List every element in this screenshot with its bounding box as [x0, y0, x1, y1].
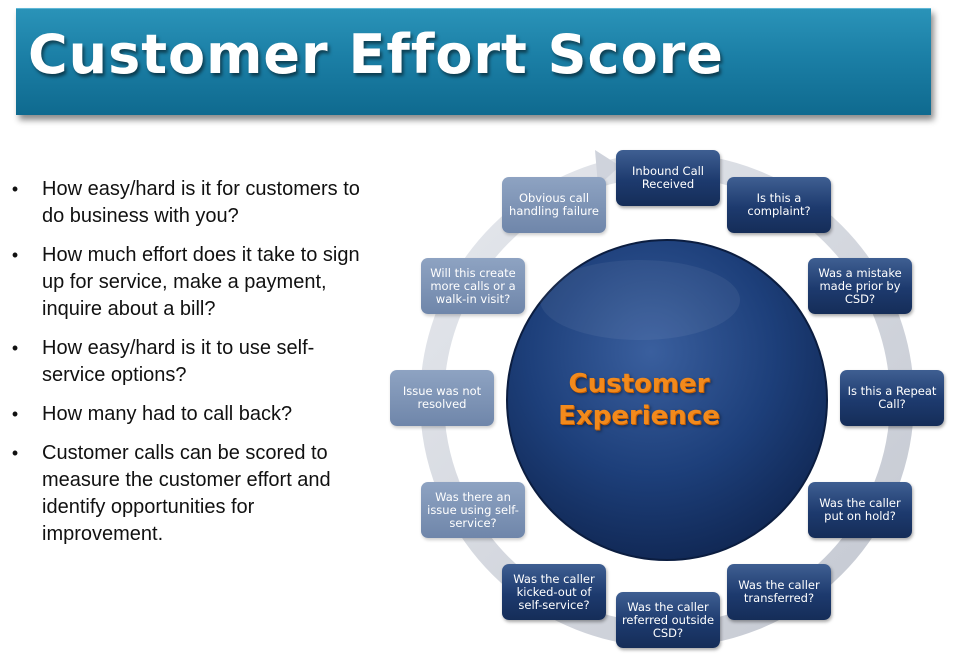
bullet-text: How easy/hard is it to use self-service …	[42, 337, 315, 386]
bullet-text: How many had to call back?	[42, 403, 293, 425]
node-handling-failure: Obvious call handling failure	[502, 177, 606, 233]
node-put-on-hold: Was the caller put on hold?	[808, 482, 912, 538]
center-label-line2: Experience	[558, 401, 720, 431]
bullet-icon: •	[11, 179, 19, 199]
bullet-item: • How much effort does it take to sign up…	[8, 242, 370, 323]
bullet-icon: •	[11, 404, 19, 424]
node-inbound-call: Inbound Call Received	[616, 150, 720, 206]
center-label: Customer Experience	[528, 368, 750, 432]
node-self-service-issue: Was there an issue using self-service?	[421, 482, 525, 538]
title-banner: Customer Effort Score	[16, 8, 931, 115]
node-repeat-call: Is this a Repeat Call?	[840, 370, 944, 426]
center-label-line1: Customer	[568, 369, 710, 399]
bullet-item: • How easy/hard is it for customers to do…	[8, 176, 370, 230]
bullet-icon: •	[11, 443, 19, 463]
bullet-icon: •	[11, 338, 19, 358]
node-mistake-prior: Was a mistake made prior by CSD?	[808, 258, 912, 314]
page-title: Customer Effort Score	[28, 23, 724, 86]
bullet-item: • How easy/hard is it to use self-service…	[8, 335, 370, 389]
bullet-text: How easy/hard is it for customers to do …	[42, 178, 360, 227]
node-referred-outside: Was the caller referred outside CSD?	[616, 592, 720, 648]
bullet-list: • How easy/hard is it for customers to do…	[8, 176, 370, 560]
node-more-calls: Will this create more calls or a walk-in…	[421, 258, 525, 314]
bullet-icon: •	[11, 245, 19, 265]
bullet-item: • Customer calls can be scored to measure…	[8, 440, 370, 548]
node-kicked-out: Was the caller kicked-out of self-servic…	[502, 564, 606, 620]
bullet-text: Customer calls can be scored to measure …	[42, 442, 331, 545]
node-complaint: Is this a complaint?	[727, 177, 831, 233]
bullet-text: How much effort does it take to sign up …	[42, 244, 360, 320]
node-transferred: Was the caller transferred?	[727, 564, 831, 620]
node-not-resolved: Issue was not resolved	[390, 370, 494, 426]
bullet-item: • How many had to call back?	[8, 401, 370, 428]
center-highlight	[540, 260, 740, 340]
